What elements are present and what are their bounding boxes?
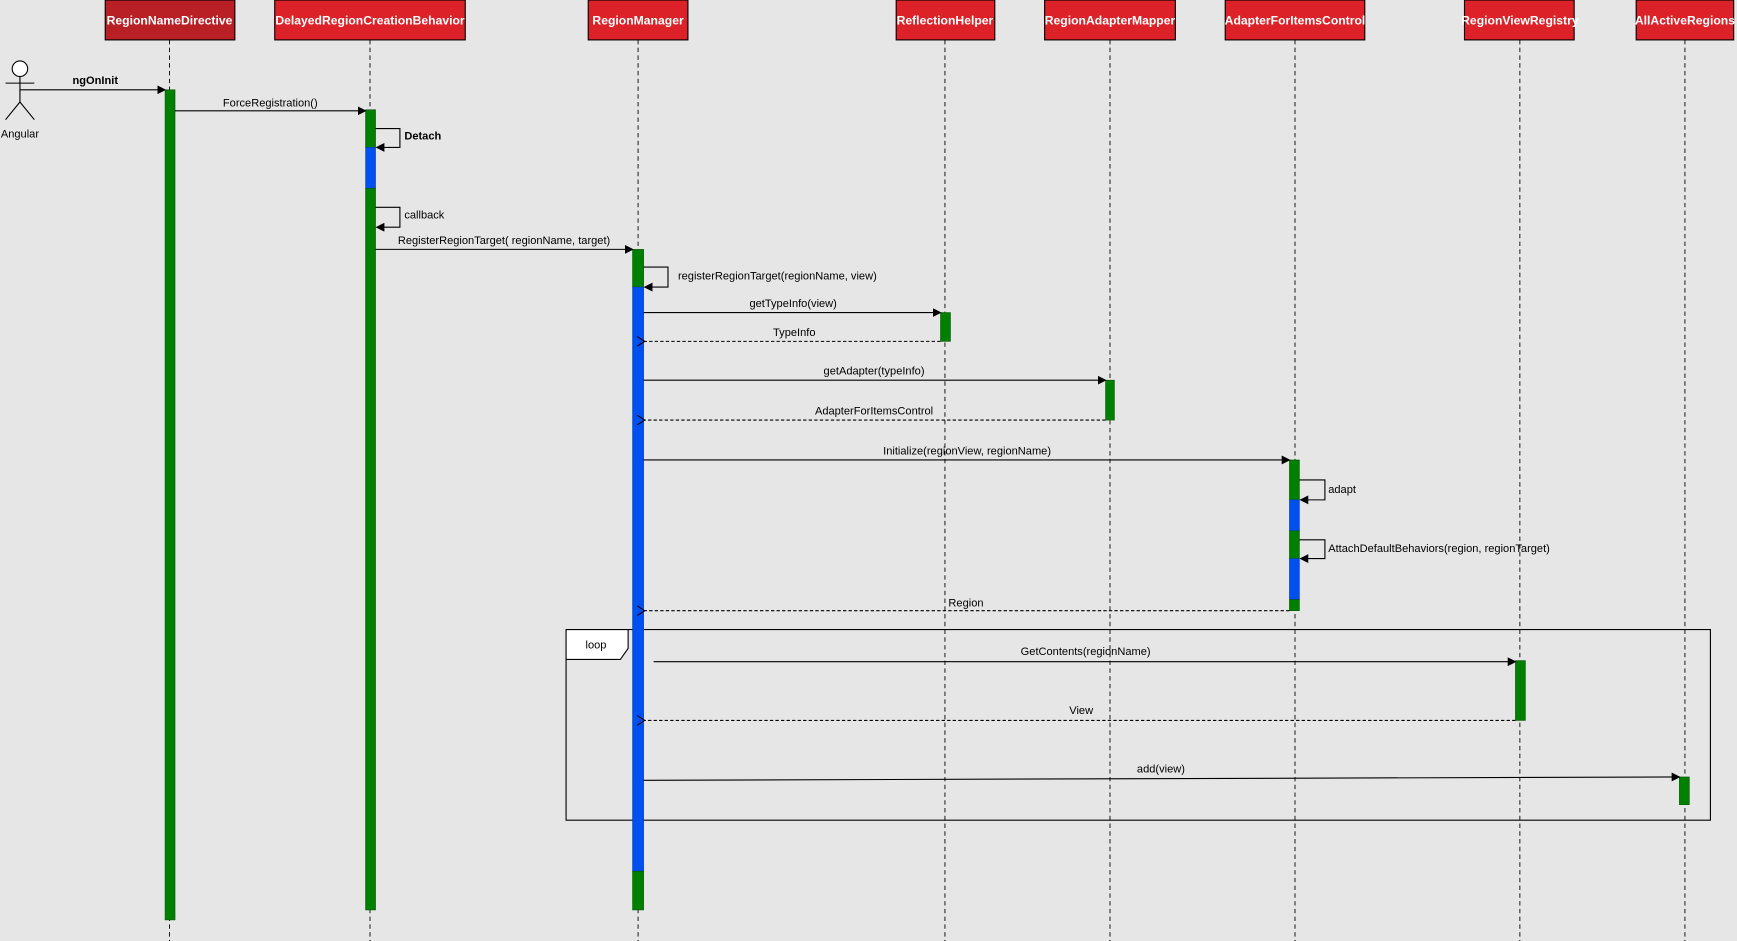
- participant-region-name-directive[interactable]: RegionNameDirective: [104, 0, 236, 41]
- message-get-contents[interactable]: GetContents(regionName): [653, 646, 1517, 667]
- svg-text:callback: callback: [404, 209, 444, 221]
- svg-text:Initialize(regionView, regionN: Initialize(regionView, regionName): [883, 445, 1051, 457]
- participant-label: RegionAdapterMapper: [1045, 13, 1176, 27]
- participant-delayed-region-creation-behavior[interactable]: DelayedRegionCreationBehavior: [274, 0, 466, 41]
- activation-bar: [1289, 599, 1300, 611]
- svg-text:add(view): add(view): [1137, 764, 1185, 776]
- activation-bar: [1105, 379, 1115, 421]
- svg-text:Region: Region: [948, 597, 983, 609]
- participant-region-adapter-mapper[interactable]: RegionAdapterMapper: [1044, 0, 1176, 41]
- message-adapter-return[interactable]: AdapterForItemsControl: [645, 406, 1106, 421]
- message-view-return[interactable]: View: [645, 705, 1516, 721]
- message-get-type-info[interactable]: getTypeInfo(view): [643, 298, 942, 317]
- svg-text:GetContents(regionName): GetContents(regionName): [1021, 646, 1151, 658]
- activations: [164, 89, 1690, 921]
- activation-bar: [164, 89, 176, 921]
- svg-text:ngOnInit: ngOnInit: [73, 75, 119, 87]
- participant-all-active-regions[interactable]: AllActiveRegions: [1635, 0, 1735, 41]
- activation-bar: [1289, 558, 1300, 600]
- activation-bar: [632, 249, 644, 288]
- activation-bar: [1515, 660, 1526, 721]
- participant-adapter-for-items-control[interactable]: AdapterForItemsControl: [1224, 0, 1366, 41]
- participant-label: RegionManager: [592, 13, 684, 27]
- message-region-return[interactable]: Region: [645, 597, 1290, 610]
- actor-angular[interactable]: Angular: [1, 60, 39, 140]
- participant-label: DelayedRegionCreationBehavior: [275, 13, 465, 27]
- participant-region-manager[interactable]: RegionManager: [587, 0, 689, 41]
- message-ngoninit[interactable]: ngOnInit: [19, 75, 167, 95]
- svg-text:AttachDefaultBehaviors(region,: AttachDefaultBehaviors(region, regionTar…: [1328, 543, 1550, 555]
- message-detach[interactable]: Detach: [375, 128, 442, 152]
- participant-label: RegionViewRegistry: [1461, 13, 1579, 27]
- loop-fragment[interactable]: loop: [565, 628, 1711, 821]
- message-get-adapter[interactable]: getAdapter(typeInfo): [643, 366, 1107, 385]
- activation-bar: [365, 109, 376, 148]
- message-attach-default-behaviors[interactable]: AttachDefaultBehaviors(region, regionTar…: [1299, 539, 1550, 564]
- message-type-info-return[interactable]: TypeInfo: [645, 327, 941, 342]
- message-register-region-target[interactable]: RegisterRegionTarget( regionName, target…: [375, 235, 634, 254]
- svg-text:TypeInfo: TypeInfo: [773, 327, 815, 339]
- actor-label: Angular: [1, 128, 39, 140]
- message-initialize[interactable]: Initialize(regionView, regionName): [643, 445, 1291, 465]
- activation-bar: [365, 188, 376, 911]
- participant-label: ReflectionHelper: [897, 13, 994, 27]
- message-add-view[interactable]: add(view): [643, 764, 1681, 782]
- message-adapt[interactable]: adapt: [1299, 479, 1356, 505]
- participant-reflection-helper[interactable]: ReflectionHelper: [895, 0, 996, 41]
- lifelines: [169, 39, 1686, 941]
- activation-bar: [632, 286, 644, 872]
- activation-bar: [1679, 776, 1690, 805]
- participant-label: AdapterForItemsControl: [1225, 13, 1366, 27]
- activation-bar: [1289, 530, 1300, 559]
- activation-bar: [632, 870, 644, 911]
- svg-text:getTypeInfo(view): getTypeInfo(view): [749, 298, 836, 310]
- svg-text:View: View: [1069, 705, 1094, 717]
- svg-text:getAdapter(typeInfo): getAdapter(typeInfo): [824, 366, 925, 378]
- svg-text:AdapterForItemsControl: AdapterForItemsControl: [815, 406, 933, 418]
- svg-text:registerRegionTarget(regionNam: registerRegionTarget(regionName, view): [678, 270, 877, 282]
- activation-bar: [940, 312, 951, 342]
- activation-bar: [365, 147, 376, 189]
- activation-bar: [1289, 459, 1300, 501]
- participant-region-view-registry[interactable]: RegionViewRegistry: [1461, 0, 1579, 41]
- message-register-region-target-self[interactable]: registerRegionTarget(regionName, view): [643, 266, 877, 292]
- svg-text:Detach: Detach: [404, 131, 441, 143]
- svg-text:RegisterRegionTarget( regionNa: RegisterRegionTarget( regionName, target…: [398, 235, 610, 247]
- svg-text:ForceRegistration(): ForceRegistration(): [223, 97, 318, 109]
- activation-bar: [1289, 499, 1300, 532]
- loop-label: loop: [586, 639, 607, 651]
- svg-text:adapt: adapt: [1328, 484, 1356, 496]
- message-callback[interactable]: callback: [375, 206, 445, 232]
- participant-label: RegionNameDirective: [107, 13, 233, 27]
- participant-label: AllActiveRegions: [1635, 13, 1735, 27]
- message-force-registration[interactable]: ForceRegistration(): [175, 97, 367, 116]
